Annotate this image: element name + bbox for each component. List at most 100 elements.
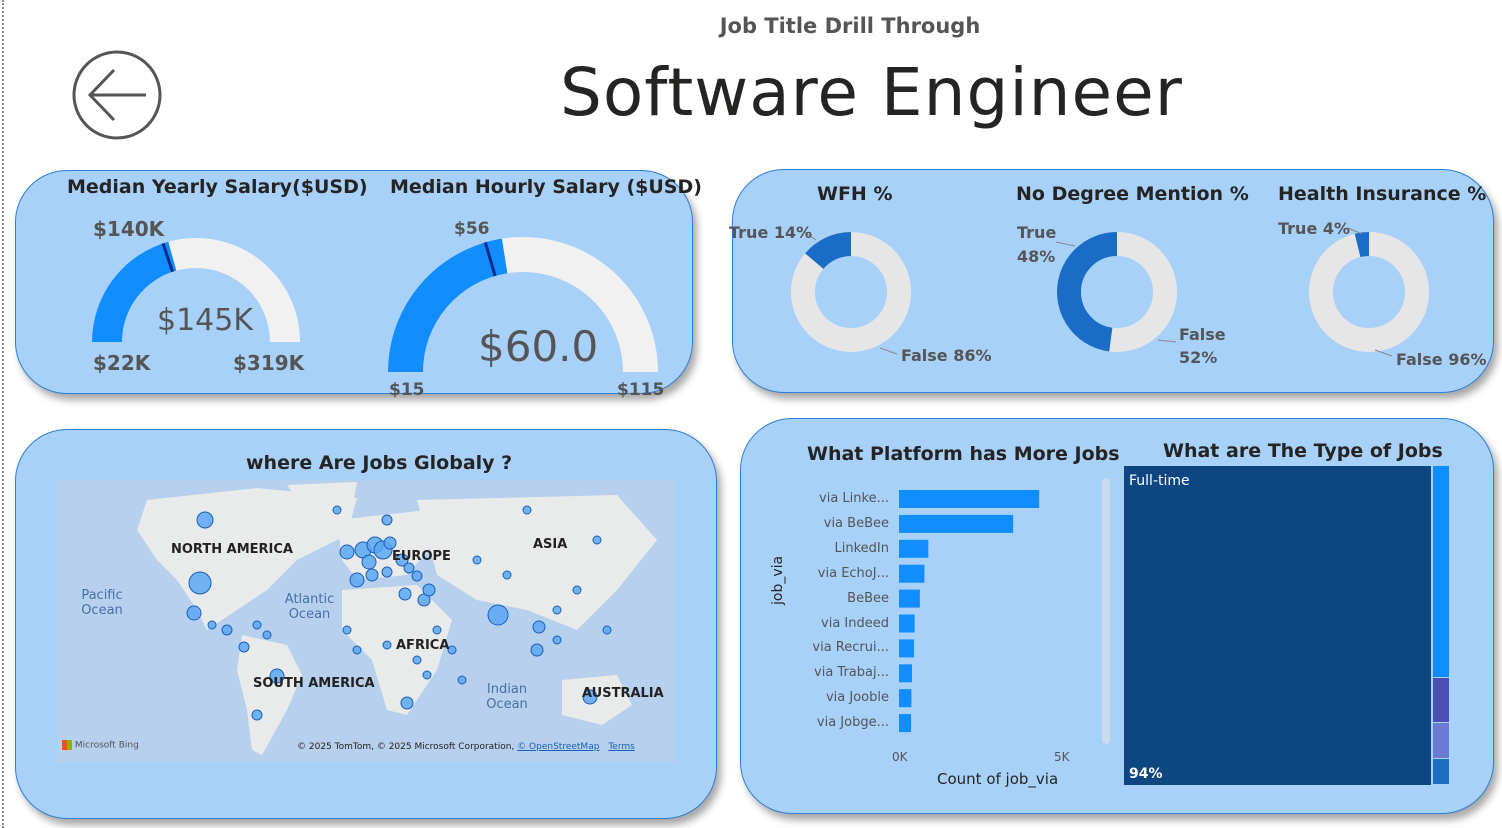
map-location-bubble[interactable] [412, 655, 422, 665]
treemap-internship-tile[interactable] [1433, 723, 1449, 758]
map-location-bubble[interactable] [552, 635, 562, 645]
no-degree-false-label: False [1179, 325, 1226, 344]
map-location-bubble[interactable] [361, 554, 377, 570]
map-location-bubble[interactable] [592, 535, 602, 545]
asia-label: ASIA [533, 537, 568, 552]
bing-logo: Microsoft Bing [62, 740, 139, 751]
map-location-bubble[interactable] [552, 605, 562, 615]
treemap-other-tile[interactable] [1433, 759, 1449, 784]
platform-scrollbar[interactable] [1102, 478, 1110, 744]
platform-category-label: LinkedIn [834, 540, 889, 556]
map-location-bubble[interactable] [487, 604, 509, 626]
map-location-bubble[interactable] [262, 630, 272, 640]
donut-leader-line [879, 347, 898, 355]
map-location-bubble[interactable] [221, 624, 233, 636]
back-arrow-icon[interactable] [72, 50, 162, 140]
pacific-ocean-label: Pacific Ocean [81, 588, 123, 618]
map-location-bubble[interactable] [432, 625, 442, 635]
map-location-bubble[interactable] [422, 583, 436, 597]
map-attribution: © 2025 TomTom, © 2025 Microsoft Corporat… [297, 742, 635, 752]
page-title: Software Engineer [560, 54, 1183, 131]
map-location-bubble[interactable] [457, 675, 467, 685]
map-location-bubble[interactable] [238, 641, 250, 653]
donut-1-true-slice [1057, 232, 1177, 352]
platform-bar[interactable] [899, 564, 925, 583]
platform-category-label: via Linke... [819, 491, 889, 506]
map-location-bubble[interactable] [251, 709, 263, 721]
map-location-bubble[interactable] [395, 553, 409, 567]
world-map[interactable]: NORTH AMERICA SOUTH AMERICA EUROPE ASIA … [57, 480, 675, 762]
page-left-border [2, 0, 4, 828]
map-location-bubble[interactable] [383, 536, 397, 550]
map-location-bubble[interactable] [582, 689, 598, 705]
map-location-bubble[interactable] [332, 505, 342, 515]
map-location-bubble[interactable] [422, 670, 432, 680]
indian-ocean-label: Indian Ocean [486, 682, 528, 712]
europe-label: EUROPE [392, 549, 451, 564]
north-america-landmass [137, 488, 357, 630]
map-location-bubble[interactable] [252, 620, 262, 630]
map-location-bubble[interactable] [447, 645, 457, 655]
platform-bar[interactable] [899, 614, 915, 633]
map-location-bubble[interactable] [532, 620, 546, 634]
map-location-bubble[interactable] [269, 668, 285, 684]
platform-bar[interactable] [899, 539, 929, 558]
map-location-bubble[interactable] [365, 568, 379, 582]
map-location-bubble[interactable] [196, 511, 214, 529]
atlantic-ocean-label: Atlantic Ocean [284, 592, 335, 622]
map-location-bubble[interactable] [352, 645, 362, 655]
bing-label: Microsoft Bing [74, 740, 139, 751]
map-location-bubble[interactable] [522, 505, 532, 515]
australia-landmass [562, 675, 632, 725]
map-location-bubble[interactable] [411, 570, 423, 582]
hourly-min-label: $15 [389, 380, 425, 400]
map-location-bubble[interactable] [186, 605, 202, 621]
map-location-bubble[interactable] [403, 562, 415, 574]
treemap-main-label: Full-time [1129, 473, 1190, 489]
treemap-contractor-tile[interactable] [1433, 466, 1449, 677]
map-location-bubble[interactable] [472, 555, 482, 565]
map-location-bubble[interactable] [188, 571, 212, 595]
map-location-bubble[interactable] [339, 544, 355, 560]
map-location-bubble[interactable] [342, 625, 352, 635]
donut-charts [791, 227, 1429, 357]
map-location-bubble[interactable] [502, 570, 512, 580]
map-location-bubble[interactable] [398, 587, 412, 601]
yearly-target-label: $140K [93, 217, 165, 241]
terms-link[interactable]: Terms [608, 742, 635, 752]
platform-bar[interactable] [899, 589, 920, 608]
yearly-min-label: $22K [93, 351, 151, 375]
map-location-bubble[interactable] [400, 696, 414, 710]
hourly-max-label: $115 [617, 380, 665, 400]
map-location-bubble[interactable] [381, 514, 393, 526]
platform-bar[interactable] [899, 490, 1040, 508]
platform-bar[interactable] [899, 689, 912, 708]
map-location-bubble[interactable] [207, 620, 217, 630]
platform-bar[interactable] [899, 714, 912, 733]
platform-bar[interactable] [899, 639, 914, 658]
hourly-target-label: $56 [454, 219, 490, 239]
platform-bar[interactable] [899, 514, 1014, 533]
map-location-bubble[interactable] [349, 572, 365, 588]
treemap-full-time[interactable] [1124, 466, 1431, 785]
platform-bar[interactable] [899, 664, 913, 683]
platform-category-label: via Recrui... [812, 640, 889, 656]
map-location-bubble[interactable] [572, 585, 582, 595]
map-location-bubble[interactable] [602, 625, 612, 635]
treemap-part-time-tile[interactable] [1433, 678, 1449, 722]
percent-card [732, 169, 1494, 393]
health-insurance-title: Health Insurance % [1278, 183, 1487, 205]
platform-category-label: via BeBee [823, 515, 889, 531]
asia-landmass [417, 495, 657, 630]
world-map-canvas[interactable] [57, 480, 675, 762]
platform-category-label: BeBee [847, 590, 889, 606]
map-location-bubble[interactable] [530, 643, 544, 657]
no-degree-false-value: 52% [1179, 348, 1218, 367]
wfh-false-label: False 86% [901, 346, 992, 365]
map-location-bubble[interactable] [382, 640, 392, 650]
platform-tick-0: 0K [892, 750, 908, 764]
osm-link[interactable]: © OpenStreetMap [517, 742, 600, 752]
map-location-bubble[interactable] [381, 566, 393, 578]
